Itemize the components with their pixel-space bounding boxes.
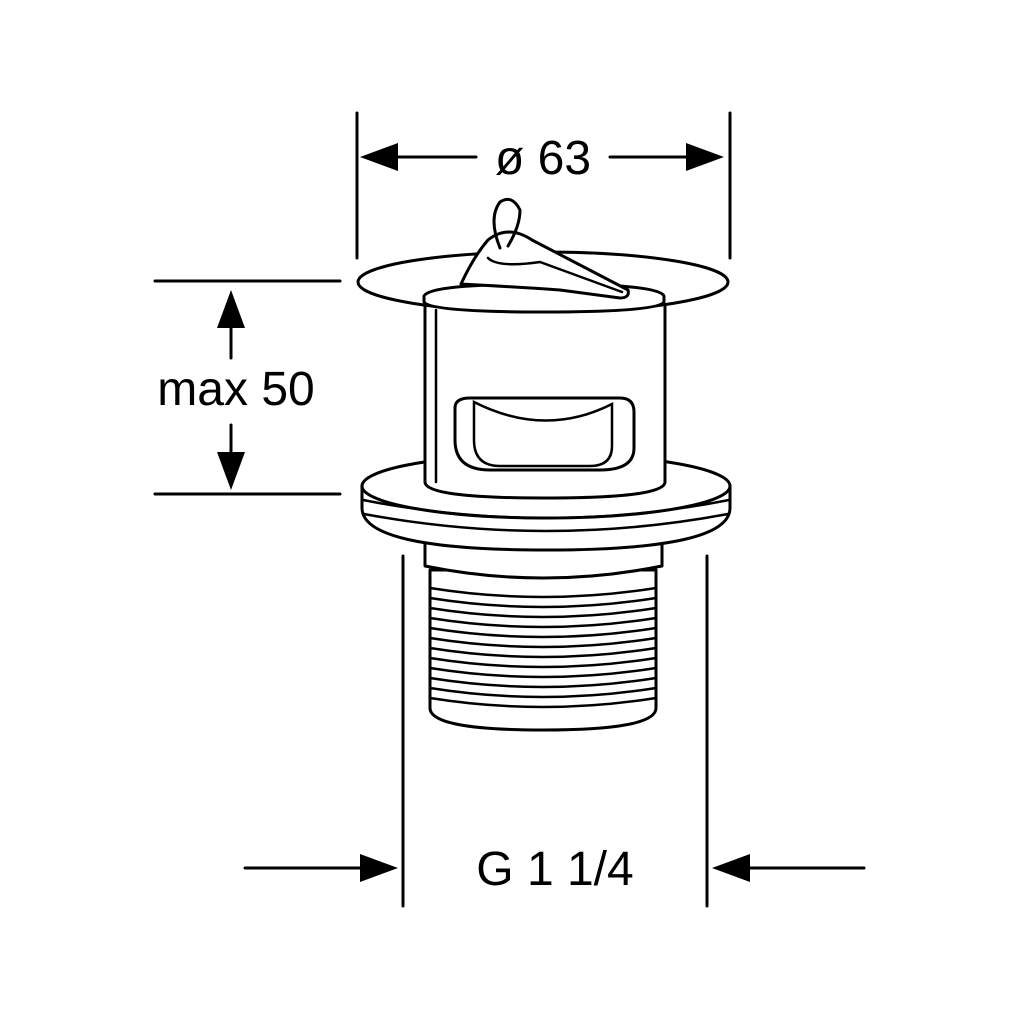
handle-ring — [492, 197, 522, 250]
diameter-arrow-left — [360, 143, 398, 171]
thread-label: G 1 1/4 — [476, 843, 633, 896]
valve-body — [423, 300, 667, 500]
height-label: max 50 — [157, 363, 314, 416]
height-arrow-down — [217, 452, 245, 490]
threaded-tailpiece — [428, 568, 658, 732]
diameter-arrow-right — [686, 143, 724, 171]
thread-arrow-left — [360, 854, 398, 882]
diameter-label: ø 63 — [495, 132, 591, 185]
thread-dimension: G 1 1/4 — [243, 554, 866, 908]
height-arrow-up — [217, 290, 245, 328]
thread-arrow-right — [712, 854, 750, 882]
diameter-dimension: ø 63 — [355, 111, 732, 260]
neck-ring — [423, 541, 664, 580]
drain-valve — [356, 197, 732, 732]
thread-body — [428, 568, 658, 732]
lift-handle — [459, 197, 630, 300]
overflow-slot — [453, 396, 636, 472]
height-dimension: max 50 — [153, 279, 342, 496]
